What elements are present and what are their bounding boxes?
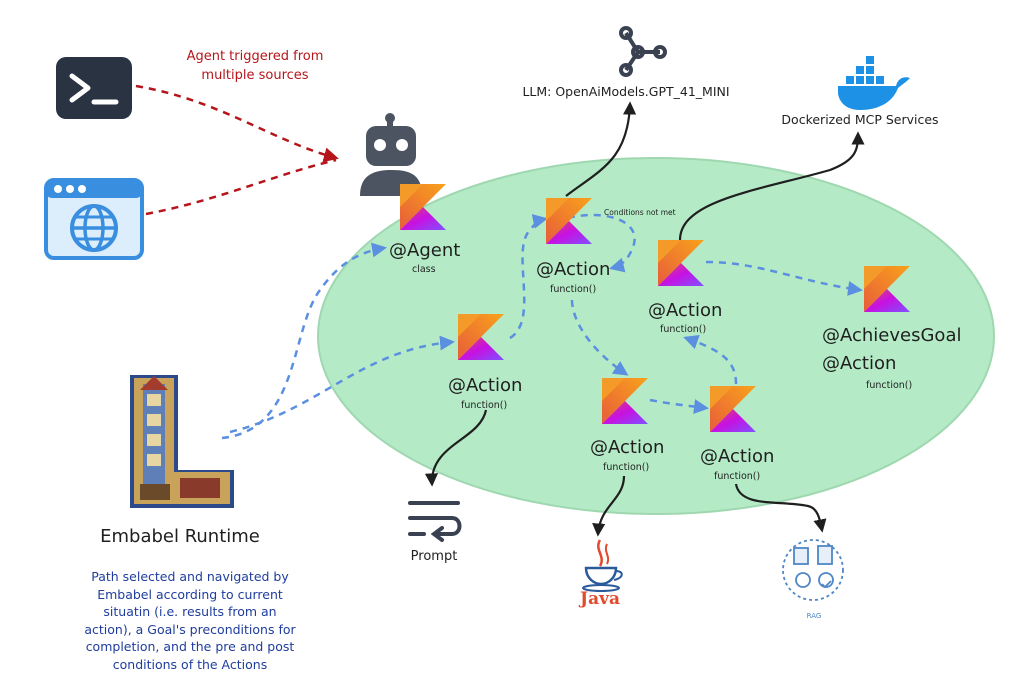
action-br-title: @Action (700, 446, 775, 467)
action-right-to-mcp-arrow (678, 131, 865, 241)
goal-title: @AchievesGoal (822, 325, 962, 346)
goal-subtitle: function() (866, 380, 913, 391)
goal-title-2: @Action (822, 353, 897, 374)
conditions-note: Conditions not met (604, 208, 676, 217)
action-mid-to-java-arrow (592, 475, 626, 537)
runtime-title: Embabel Runtime (100, 526, 260, 547)
action-left-to-top-arrow (509, 214, 548, 340)
action-right-to-goal-arrow (705, 260, 863, 296)
action-right-title: @Action (648, 300, 723, 321)
conditions-not-met-loop (567, 213, 636, 273)
trigger-note-line2: multiple sources (201, 68, 309, 83)
prompt-label: Prompt (410, 549, 458, 564)
robot-icon (360, 113, 422, 196)
action-right-subtitle: function() (660, 324, 707, 335)
action-left-subtitle: function() (461, 400, 508, 411)
action-top-subtitle: function() (550, 284, 597, 295)
action-left-to-prompt-arrow (424, 409, 488, 487)
docker-whale-icon (838, 56, 910, 110)
trigger-arrow-browser (145, 158, 337, 216)
java-label: Java (580, 589, 620, 609)
action-top-title: @Action (536, 259, 611, 280)
action-br-subtitle: function() (714, 471, 761, 482)
runtime-description: Path selected and navigated by Embabel a… (84, 569, 296, 672)
rag-label: RAG (806, 612, 822, 620)
agent-subtitle: class (412, 264, 436, 275)
terminal-icon (56, 57, 132, 119)
trigger-arrow-terminal (135, 84, 339, 163)
mcp-label: Dockerized MCP Services (781, 112, 939, 127)
runtime-to-agent-arrow (221, 242, 387, 440)
trigger-note-line1: Agent triggered from (186, 49, 324, 64)
prompt-wrap-icon (408, 501, 462, 542)
action-br-to-right-arrow (683, 334, 738, 385)
agent-title: @Agent (389, 240, 461, 261)
agent-scope-ellipse (317, 157, 995, 515)
runtime-to-action-left-arrow (229, 335, 455, 434)
browser-globe-icon (44, 178, 144, 260)
action-mid-title: @Action (590, 437, 665, 458)
tower-letter-l-icon (130, 375, 234, 508)
java-cup-icon (582, 539, 623, 592)
action-mid-subtitle: function() (603, 462, 650, 473)
action-top-to-mid-arrow (570, 299, 629, 376)
trigger-note: Agent triggered from multiple sources (187, 47, 324, 85)
action-left-title: @Action (448, 375, 523, 396)
graph-icon (619, 26, 667, 77)
rag-icon (782, 539, 844, 601)
action-mid-to-br-arrow (649, 398, 709, 414)
action-top-to-llm-arrow (565, 101, 637, 197)
llm-label: LLM: OpenAiModels.GPT_41_MINI (522, 84, 730, 99)
action-br-to-rag-arrow (734, 483, 827, 533)
